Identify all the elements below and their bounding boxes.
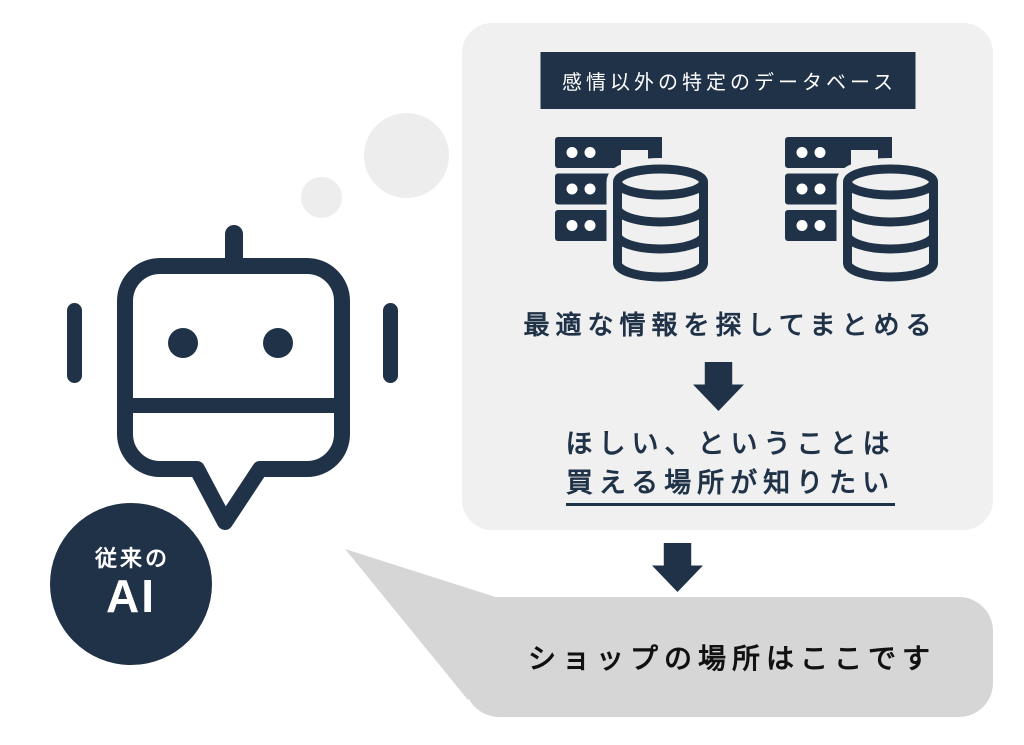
down-arrow-icon	[652, 543, 703, 592]
database-panel: 感情以外の特定のデータベース	[462, 23, 993, 530]
robot-icon	[67, 225, 398, 530]
legacy-ai-badge-title: AI	[106, 570, 156, 623]
server-rack	[785, 137, 892, 241]
database-server-icon	[785, 137, 938, 285]
database-server-icon	[555, 137, 708, 285]
panel-conclusion-line2: 買える場所が知りたい	[462, 461, 993, 506]
robot-mouth	[126, 398, 341, 413]
robot-eye-left	[168, 328, 198, 358]
speech-bubble-text: ショップの場所はここです	[527, 643, 936, 674]
database-cylinder	[836, 158, 938, 285]
legacy-ai-badge-label: 従来の	[94, 546, 170, 572]
robot-ear-left	[67, 303, 82, 383]
server-rack	[555, 137, 662, 241]
robot-eye-right	[263, 328, 293, 358]
panel-header: 感情以外の特定のデータベース	[540, 52, 915, 109]
panel-caption: 最適な情報を探してまとめる	[523, 310, 938, 340]
underlined-text: 買える場所が知りたい	[565, 468, 896, 506]
robot-head	[117, 258, 350, 530]
thought-bubble-large-icon	[364, 113, 449, 198]
robot-ear-right	[383, 303, 398, 383]
thought-bubble-small-icon	[301, 177, 342, 218]
legacy-ai-badge: 従来の AI	[50, 503, 212, 665]
panel-conclusion-line1: ほしい、ということは	[565, 429, 896, 459]
database-cylinder	[606, 158, 708, 285]
down-arrow-icon	[693, 362, 744, 411]
speech-bubble: ショップの場所はここです	[465, 597, 993, 717]
